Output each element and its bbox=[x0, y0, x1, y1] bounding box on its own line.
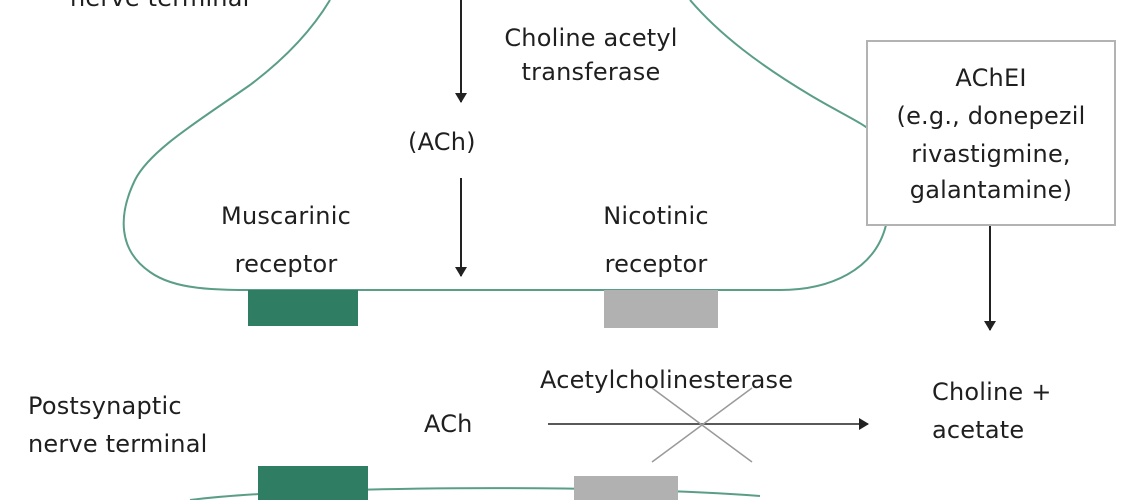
products-label-line1: Choline + bbox=[932, 378, 1052, 406]
nicotinic-receptor-post bbox=[574, 476, 678, 500]
nicotinic-label-line1: Nicotinic bbox=[603, 202, 709, 230]
muscarinic-receptor-post bbox=[258, 466, 368, 500]
postsynaptic-label-line1: Postsynaptic bbox=[28, 392, 182, 420]
ach-cleft-label: ACh bbox=[424, 410, 473, 438]
enzyme-label-line2: transferase bbox=[521, 58, 661, 86]
inhibitor-box bbox=[866, 40, 1116, 226]
postsynaptic-label-line2: nerve terminal bbox=[28, 430, 208, 458]
inhibitor-label-line1: AChEI bbox=[955, 64, 1027, 92]
inhibitor-label-line3: rivastigmine, bbox=[911, 140, 1071, 168]
presynaptic-terminal-label: nerve terminal bbox=[70, 0, 250, 14]
inhibitor-label-line2: (e.g., donepezil bbox=[896, 102, 1086, 130]
muscarinic-receptor-pre bbox=[248, 290, 358, 326]
enzyme-label-line1: Choline acetyl bbox=[504, 24, 678, 52]
muscarinic-label-line2: receptor bbox=[234, 250, 338, 278]
muscarinic-label-line1: Muscarinic bbox=[221, 202, 351, 230]
ach-vesicle-label: (ACh) bbox=[408, 128, 476, 156]
products-label-line2: acetate bbox=[932, 416, 1025, 444]
inhibitor-label-line4: galantamine) bbox=[909, 176, 1073, 204]
nicotinic-receptor-pre bbox=[604, 290, 718, 328]
breakdown-enzyme-label: Acetylcholinesterase bbox=[540, 366, 794, 394]
inhibition-cross-b bbox=[651, 387, 753, 463]
nicotinic-label-line2: receptor bbox=[604, 250, 708, 278]
postsynaptic-membrane bbox=[189, 487, 761, 500]
presynaptic-membrane bbox=[122, 0, 887, 291]
